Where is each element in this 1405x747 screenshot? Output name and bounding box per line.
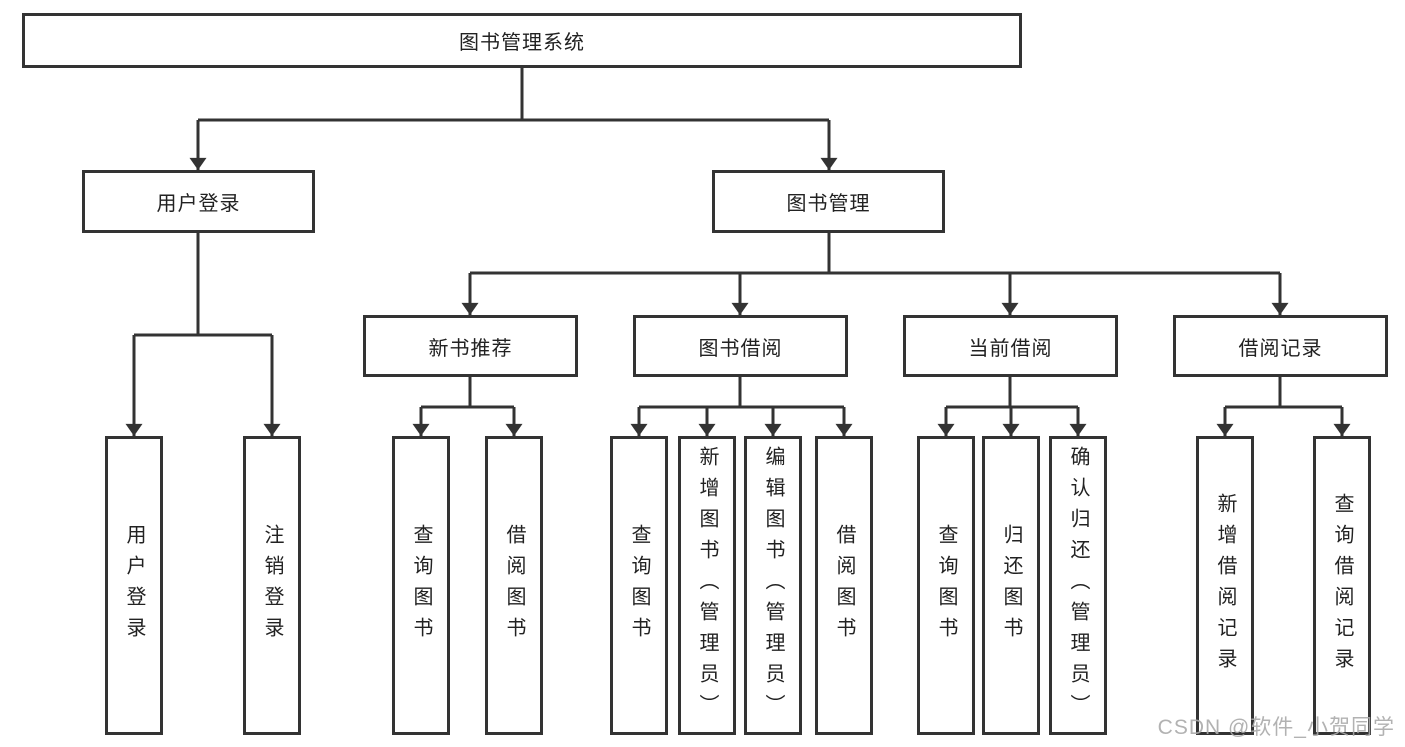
leaf-label: 查询图书 (410, 523, 432, 648)
node-leaf-logout: 注销登录 (243, 436, 301, 735)
node-leaf-edit-book-admin: 编辑图书（管理员） (744, 436, 802, 735)
node-leaf-add-borrow-record: 新增借阅记录 (1196, 436, 1254, 735)
leaf-label: 确认归还（管理员） (1067, 446, 1089, 725)
leaf-label: 借阅图书 (503, 523, 525, 648)
leaf-label: 用户登录 (123, 523, 145, 648)
node-leaf-return-book: 归还图书 (982, 436, 1040, 735)
node-leaf-query-borrow-record: 查询借阅记录 (1313, 436, 1371, 735)
node-new-book-recommend: 新书推荐 (363, 315, 578, 377)
node-borrowing-records: 借阅记录 (1173, 315, 1388, 377)
node-current-borrowing: 当前借阅 (903, 315, 1118, 377)
node-leaf-borrow-books: 借阅图书 (815, 436, 873, 735)
leaf-label: 查询图书 (628, 523, 650, 648)
node-book-borrowing: 图书借阅 (633, 315, 848, 377)
leaf-label: 借阅图书 (833, 523, 855, 648)
leaf-label: 注销登录 (261, 523, 283, 648)
leaf-label: 查询图书 (935, 523, 957, 648)
node-book-management: 图书管理 (712, 170, 945, 233)
leaf-label: 新增借阅记录 (1214, 492, 1236, 679)
csdn-watermark: CSDN @软件_小贺同学 (1157, 716, 1395, 739)
leaf-label: 编辑图书（管理员） (762, 446, 784, 725)
node-leaf-query-books-recommend: 查询图书 (392, 436, 450, 735)
leaf-label: 查询借阅记录 (1331, 492, 1353, 679)
node-leaf-add-book-admin: 新增图书（管理员） (678, 436, 736, 735)
node-leaf-borrow-books-recommend: 借阅图书 (485, 436, 543, 735)
leaf-label: 归还图书 (1000, 523, 1022, 648)
node-user-login: 用户登录 (82, 170, 315, 233)
node-leaf-confirm-return-admin: 确认归还（管理员） (1049, 436, 1107, 735)
node-leaf-query-books-borrow: 查询图书 (610, 436, 668, 735)
node-library-system: 图书管理系统 (22, 13, 1022, 68)
leaf-label: 新增图书（管理员） (696, 446, 718, 725)
node-leaf-user-login: 用户登录 (105, 436, 163, 735)
node-leaf-query-books-current: 查询图书 (917, 436, 975, 735)
